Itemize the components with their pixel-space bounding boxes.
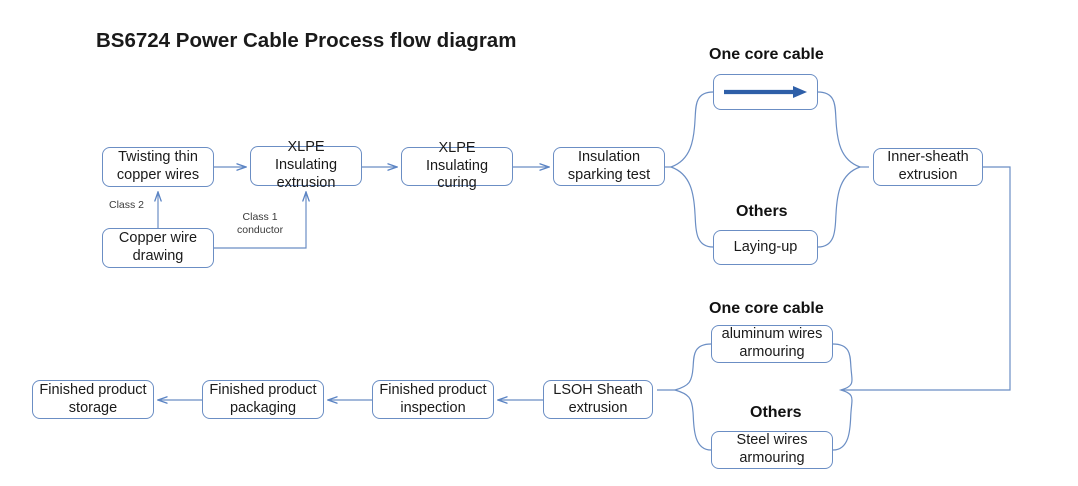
- node-label: LSOH Sheath extrusion: [553, 381, 643, 416]
- group-label-others_bottom: Others: [750, 404, 802, 421]
- node-label: aluminum wires armouring: [721, 326, 823, 360]
- group-label-others_top: Others: [736, 203, 788, 220]
- brace-left-bottom: [672, 343, 712, 451]
- node-fp_packaging[interactable]: Finished product packaging: [202, 380, 324, 419]
- node-copper_drawing[interactable]: Copper wire drawing: [102, 228, 214, 268]
- node-fp_storage[interactable]: Finished product storage: [32, 380, 154, 419]
- node-label: XLPE Insulating curing: [425, 139, 489, 192]
- node-steel_armour[interactable]: Steel wires armouring: [711, 431, 833, 469]
- node-aluminum_armour[interactable]: aluminum wires armouring: [711, 325, 833, 363]
- node-xlpe_extrusion[interactable]: XLPE Insulating extrusion: [250, 139, 362, 191]
- node-twisting[interactable]: Twisting thin copper wires: [102, 147, 214, 187]
- edge-label-class_2: Class 2: [109, 199, 145, 211]
- edge-label-class_1_conductor: Class 1 conductor: [237, 211, 284, 237]
- node-label: Twisting thin copper wires: [116, 149, 200, 183]
- node-label: Copper wire drawing: [118, 230, 198, 264]
- brace-left-top: [669, 91, 714, 248]
- node-label: Inner-sheath extrusion: [887, 149, 969, 183]
- node-one_core_arrow[interactable]: [713, 74, 818, 110]
- group-label-one_core_cable_bottom: One core cable: [709, 300, 824, 317]
- node-inner_sheath[interactable]: Inner-sheath extrusion: [873, 148, 983, 186]
- group-label-one_core_cable_top: One core cable: [709, 46, 824, 63]
- node-label: Finished product packaging: [209, 381, 317, 416]
- one-core-cable-arrow-icon: [718, 77, 813, 107]
- node-label: Finished product storage: [39, 381, 147, 416]
- brace-right-bottom: [832, 343, 853, 451]
- node-xlpe_curing[interactable]: XLPE Insulating curing: [401, 140, 513, 191]
- node-sparking_test[interactable]: Insulation sparking test: [553, 147, 665, 186]
- node-label: XLPE Insulating extrusion: [274, 139, 338, 191]
- node-laying_up[interactable]: Laying-up: [713, 230, 818, 265]
- node-label: Steel wires armouring: [736, 432, 808, 466]
- page-title: BS6724 Power Cable Process flow diagram: [96, 29, 517, 52]
- node-label: Laying-up: [733, 238, 798, 255]
- line-inner-sheath-to-armouring: [841, 166, 1011, 391]
- node-fp_inspection[interactable]: Finished product inspection: [372, 380, 494, 419]
- node-label: Finished product inspection: [379, 381, 487, 416]
- node-lsoh_sheath[interactable]: LSOH Sheath extrusion: [543, 380, 653, 419]
- node-label: Insulation sparking test: [567, 148, 651, 183]
- brace-right-top: [817, 91, 862, 248]
